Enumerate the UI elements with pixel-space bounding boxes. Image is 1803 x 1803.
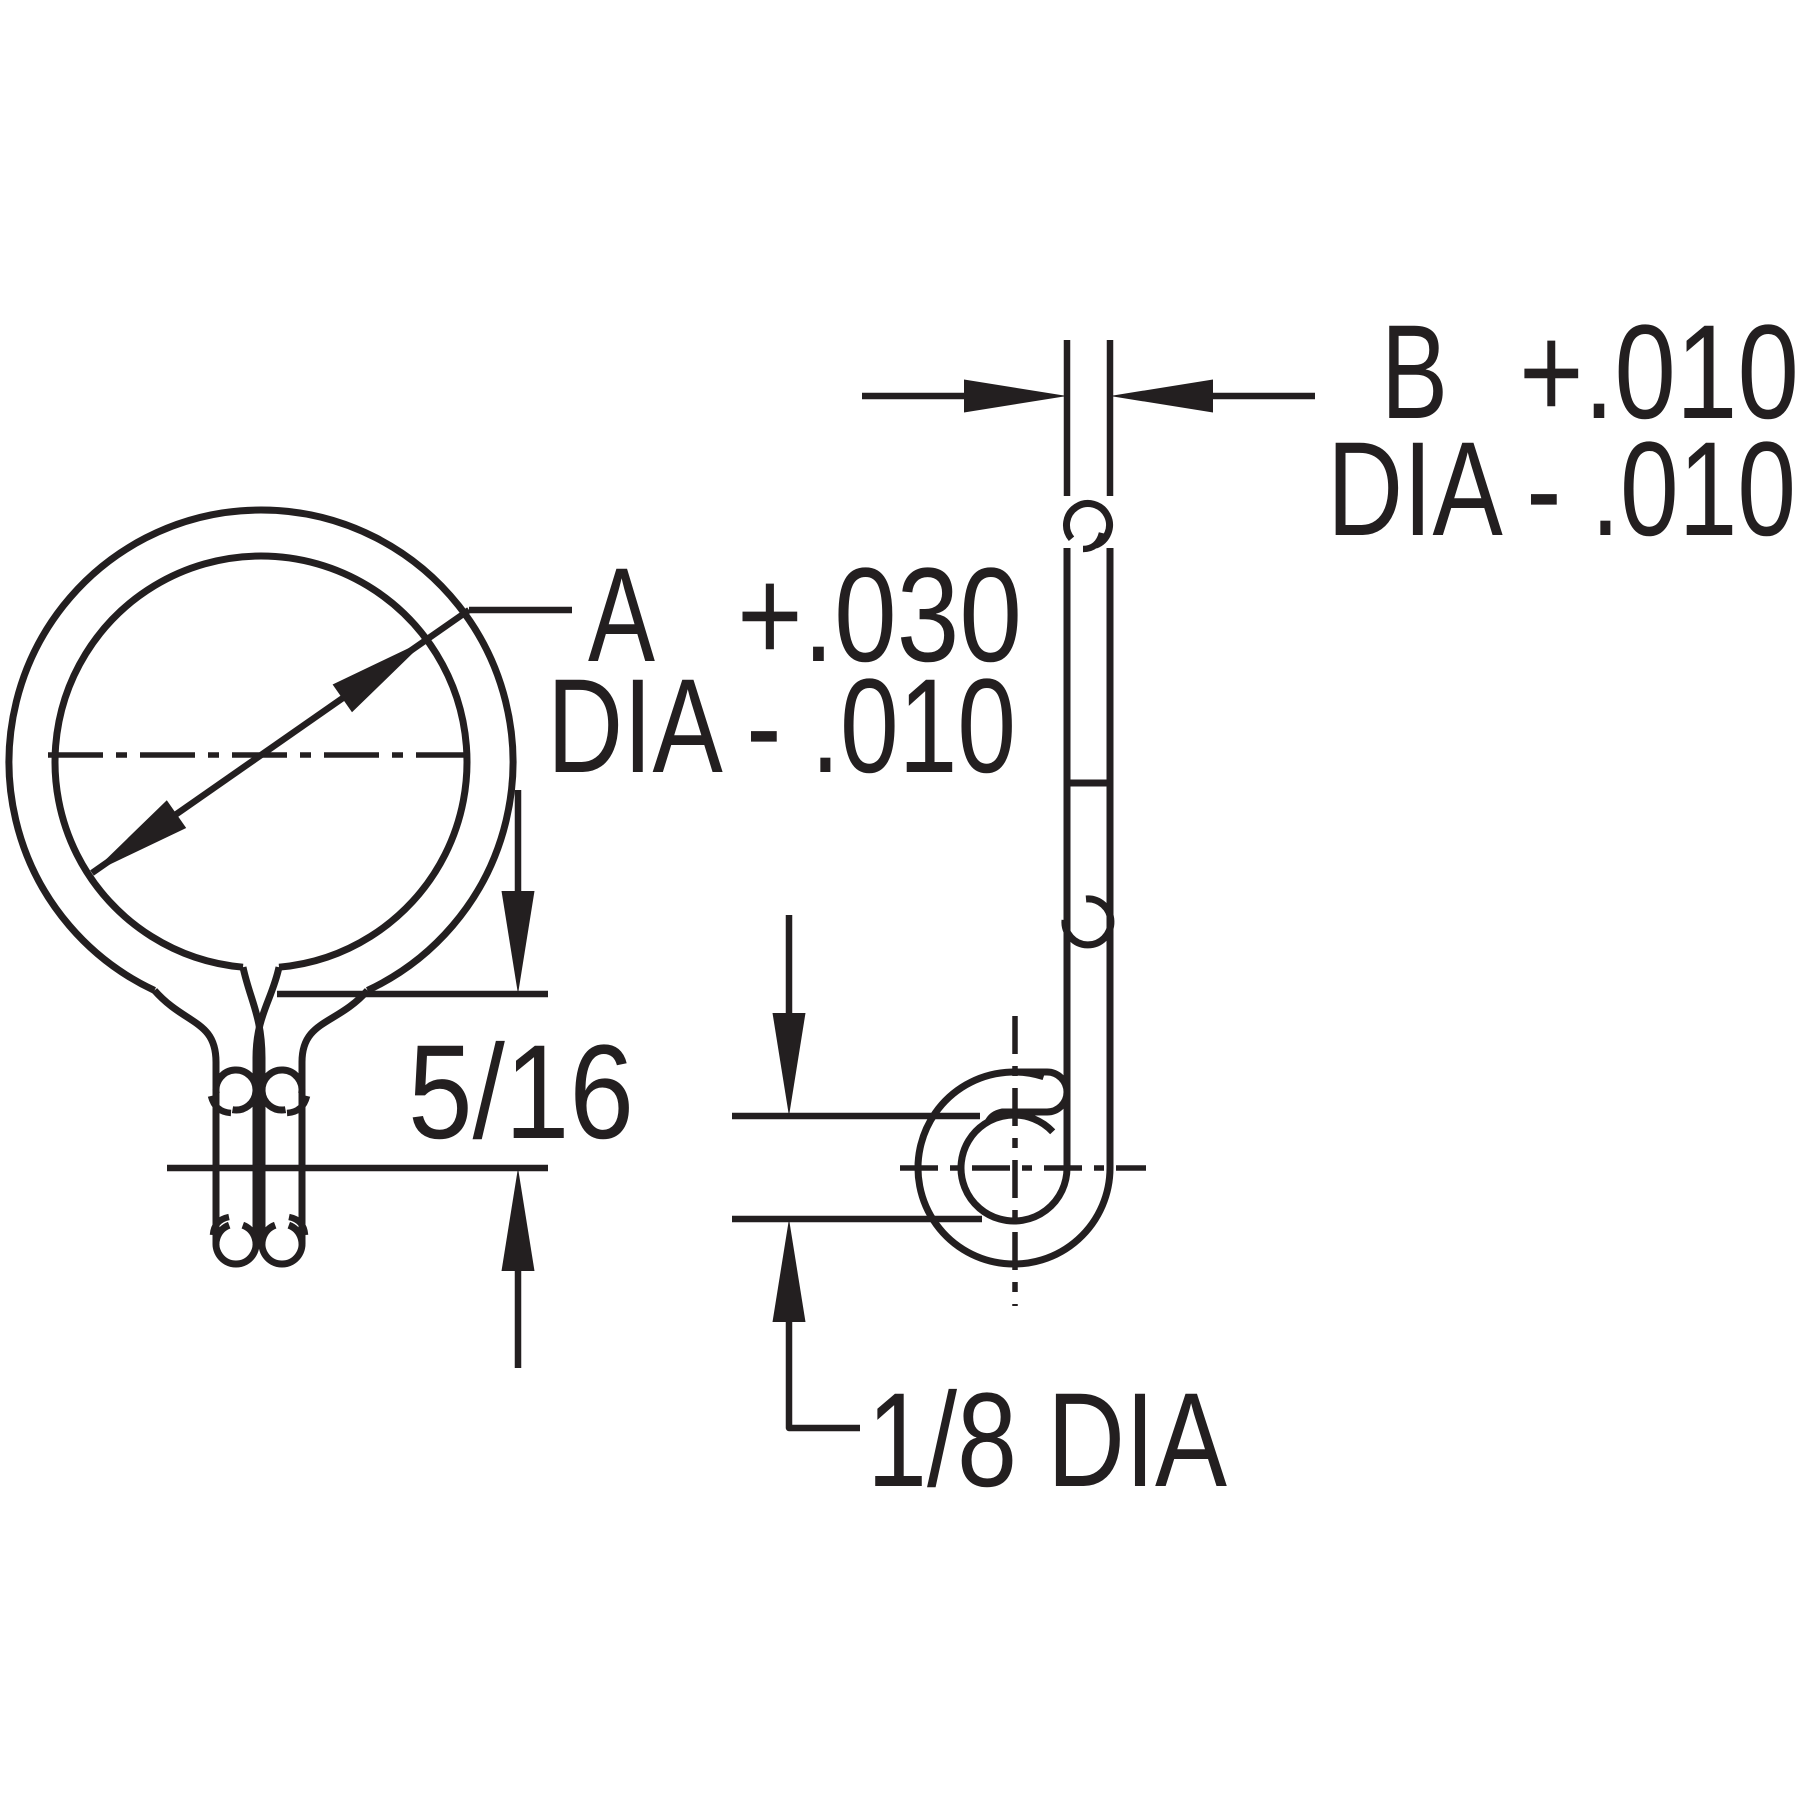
- wire-mid-end-seam: [1061, 895, 1115, 949]
- leg-cross-line-left-to-right: [239, 966, 266, 1244]
- leg-bottom-cap-left-seam: [209, 1213, 230, 1236]
- dim-leg-length-value: 5/16: [408, 1018, 634, 1167]
- eye-wire-tip: [984, 1068, 1071, 1124]
- dimension-eye-diameter: 1/8 DIA: [732, 915, 1227, 1515]
- dim-b-dia-minus-tolerance: DIA - .010: [1327, 415, 1796, 564]
- wire-top-end-cap: [1063, 500, 1113, 549]
- leg-right-outer-line: [298, 988, 371, 1244]
- dim-a-dia-minus-tolerance: DIA - .010: [547, 652, 1016, 801]
- leg-cross-line-right-to-left: [252, 966, 283, 1244]
- eye-outer-curl: [914, 1068, 1114, 1268]
- leg-left-outer-line: [151, 988, 220, 1244]
- arrowhead-upper-right: [332, 639, 427, 713]
- ring-front-view: [5, 506, 517, 1268]
- wire-end-mid-right-seam: [286, 1095, 311, 1117]
- dim-a-letter: A: [588, 541, 655, 690]
- wire-end-mid-right: [258, 1066, 306, 1114]
- dim-a-plus-tolerance: +.030: [737, 541, 1022, 690]
- dimension-ring-diameter: A +.030 DIA - .010: [90, 541, 1022, 876]
- arrowhead-lower-left: [92, 800, 187, 873]
- arrowhead-pointing-left: [1110, 379, 1213, 413]
- leg-bottom-cap-left: [212, 1221, 260, 1268]
- arrowhead-down: [501, 891, 535, 994]
- dim-eye-diameter-value: 1/8 DIA: [867, 1366, 1227, 1515]
- arrowhead-pointing-right: [964, 379, 1067, 413]
- arrowhead-up: [501, 1168, 535, 1271]
- dim-b-letter: B: [1381, 298, 1448, 447]
- up-arrow-leader-elbow: [785, 1322, 860, 1432]
- leg-bottom-cap-right: [258, 1221, 306, 1268]
- arrowhead-up: [772, 1219, 806, 1322]
- wire-end-mid-left-seam: [207, 1095, 232, 1117]
- ring-outer-edge: [5, 506, 517, 994]
- wire-end-mid-left: [212, 1066, 260, 1114]
- wire-side-view: [900, 500, 1146, 1306]
- dim-b-plus-tolerance: +.010: [1519, 298, 1799, 447]
- ring-inner-edge: [51, 552, 471, 971]
- arrowhead-down: [772, 1013, 806, 1116]
- dimension-leg-length: 5/16: [167, 790, 634, 1368]
- dimension-wire-diameter: B +.010 DIA - .010: [862, 298, 1799, 564]
- wire-top-end-cap-seam: [1082, 532, 1106, 553]
- leg-bottom-cap-right-seam: [288, 1213, 309, 1236]
